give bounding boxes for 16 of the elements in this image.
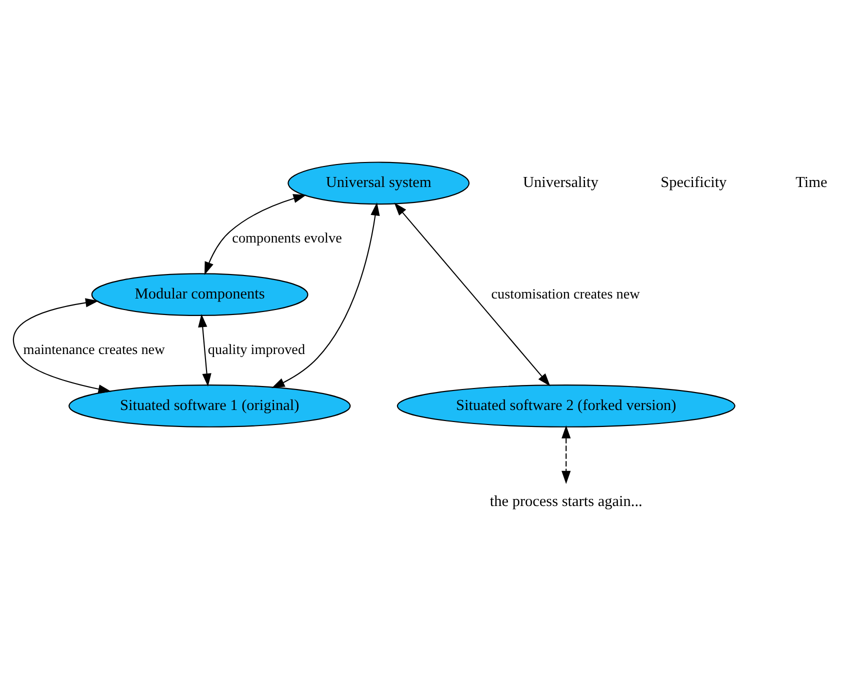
label: Time xyxy=(796,174,828,191)
arrow xyxy=(562,424,571,484)
arrow xyxy=(13,298,112,394)
arrow xyxy=(204,194,306,275)
node-ellipse: Situated software 2 (forked version) xyxy=(396,384,736,427)
arrow xyxy=(272,202,380,388)
edge-label: quality improved xyxy=(208,341,306,358)
edge-label: components evolve xyxy=(232,230,342,246)
edge-label: maintenance creates new xyxy=(23,341,165,358)
arrow xyxy=(198,314,212,386)
label: Universality xyxy=(522,174,598,191)
node-text: the process starts again... xyxy=(490,492,642,510)
node-ellipse: Modular components xyxy=(91,272,308,316)
label: Specificity xyxy=(660,174,727,191)
arrow xyxy=(394,202,550,386)
edge-label: customisation creates new xyxy=(491,286,640,302)
